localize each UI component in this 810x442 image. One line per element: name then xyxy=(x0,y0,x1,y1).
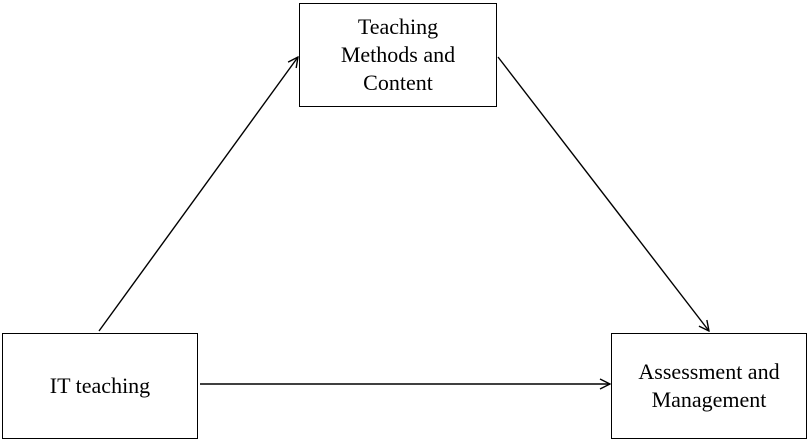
assessment-management-box: Assessment and Management xyxy=(611,333,807,439)
assessment-management-label: Assessment and Management xyxy=(638,358,780,412)
teaching-methods-box: Teaching Methods and Content xyxy=(299,3,497,107)
arrow-methods-to-assessment xyxy=(497,56,709,331)
it-teaching-label: IT teaching xyxy=(49,372,151,398)
it-teaching-box: IT teaching xyxy=(2,333,198,439)
arrow-it-teaching-to-methods xyxy=(98,57,298,332)
teaching-methods-label: Teaching Methods and Content xyxy=(340,13,456,96)
